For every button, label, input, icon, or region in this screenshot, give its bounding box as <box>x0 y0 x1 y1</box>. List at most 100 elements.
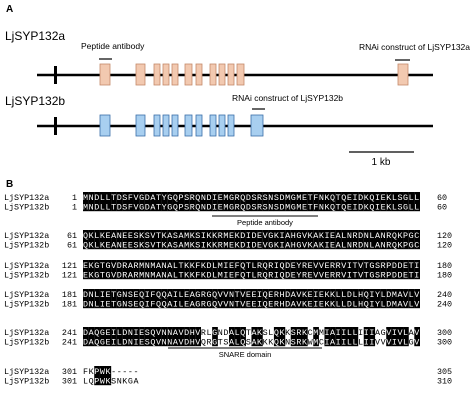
identity-shade <box>330 192 336 212</box>
gene-a-start-tick <box>54 66 57 84</box>
gene-b-rnai-label: RNAi construct of LjSYP132b <box>232 93 343 103</box>
identity-shade <box>161 289 168 309</box>
identity-shade <box>223 230 230 250</box>
identity-shade <box>335 230 342 250</box>
identity-shade <box>150 289 157 309</box>
identity-shade <box>374 289 381 309</box>
scale-label: 1 kb <box>372 157 391 168</box>
exon-box <box>99 63 111 86</box>
sequence-start-pos: 301 <box>62 367 77 377</box>
sequence-end-pos: 180 <box>437 261 452 271</box>
identity-shade <box>313 260 319 280</box>
sequence-residues: FKPWK----- <box>83 367 139 377</box>
identity-shade <box>251 289 258 309</box>
sequence-end-pos: 240 <box>437 300 452 310</box>
identity-shade <box>88 230 95 250</box>
identity-shade <box>335 260 342 280</box>
identity-shade <box>206 260 213 280</box>
identity-shade <box>116 327 123 347</box>
identity-shade <box>156 327 162 347</box>
identity-shade <box>116 289 123 309</box>
identity-shade <box>178 289 185 309</box>
exon-box <box>135 63 146 86</box>
identity-shade <box>212 260 218 280</box>
identity-shade <box>161 260 168 280</box>
sequence-residues: DNLIETGNSEQIFQQAILEAGRGQVVNTVEEIQERHDAVK… <box>83 300 419 310</box>
identity-shade <box>212 192 218 212</box>
domain-label: SNARE domain <box>219 350 272 359</box>
sequence-name: LjSYP132b <box>4 300 49 310</box>
identity-shade <box>184 260 190 280</box>
identity-shade <box>105 192 112 212</box>
identity-shade <box>156 230 162 250</box>
sequence-end-pos: 60 <box>437 193 447 203</box>
identity-shade <box>279 289 286 309</box>
exon-box <box>250 114 264 137</box>
identity-shade <box>330 230 336 250</box>
identity-shade <box>116 260 123 280</box>
sequence-end-pos: 120 <box>437 241 452 251</box>
identity-shade <box>189 192 196 212</box>
identity-shade <box>268 192 275 212</box>
sequence-name: LjSYP132a <box>4 231 49 241</box>
identity-shade <box>380 289 387 309</box>
identity-shade <box>380 230 387 250</box>
identity-shade <box>313 289 319 309</box>
identity-shade <box>341 230 347 250</box>
identity-shade <box>313 327 319 347</box>
identity-shade <box>307 192 314 212</box>
exon-box <box>99 114 111 137</box>
identity-shade <box>150 260 157 280</box>
identity-shade <box>200 260 207 280</box>
identity-shade <box>273 289 280 309</box>
identity-shade <box>94 289 100 309</box>
identity-shade <box>346 230 353 250</box>
exon-box <box>397 63 409 86</box>
sequence-residues: EKGTGVDRARMNMANALTKKFKDLMIEFQTLRQRIQDEYR… <box>83 261 419 271</box>
identity-shade <box>408 192 415 212</box>
identity-shade <box>313 230 319 250</box>
identity-shade <box>122 260 129 280</box>
identity-shade <box>363 327 370 347</box>
identity-shade <box>167 260 173 280</box>
identity-shade <box>111 289 117 309</box>
identity-shade <box>324 327 331 347</box>
identity-shade <box>273 260 280 280</box>
identity-shade <box>279 192 286 212</box>
identity-shade <box>251 260 258 280</box>
exon-box <box>153 63 161 86</box>
identity-shade <box>273 327 280 347</box>
identity-shade <box>144 192 151 212</box>
identity-shade <box>341 327 347 347</box>
identity-shade <box>290 192 297 212</box>
identity-shade <box>301 289 308 309</box>
identity-shade <box>234 260 241 280</box>
identity-shade <box>161 230 168 250</box>
identity-shade <box>279 327 286 347</box>
identity-shade <box>94 327 100 347</box>
identity-shade <box>167 327 173 347</box>
identity-shade <box>296 327 303 347</box>
exon-box <box>218 114 226 137</box>
identity-shade <box>206 230 213 250</box>
identity-shade <box>251 192 258 212</box>
identity-shade <box>240 192 246 212</box>
identity-shade <box>234 327 241 347</box>
identity-shade <box>251 230 258 250</box>
identity-shade <box>240 230 246 250</box>
identity-shade <box>206 289 213 309</box>
identity-shade <box>341 260 347 280</box>
identity-shade <box>150 327 157 347</box>
identity-shade <box>363 230 370 250</box>
identity-shade <box>279 260 286 280</box>
identity-shade <box>391 230 398 250</box>
identity-shade <box>245 192 252 212</box>
identity-shade <box>290 327 297 347</box>
identity-shade <box>99 230 106 250</box>
identity-shade <box>240 327 246 347</box>
identity-shade <box>403 192 409 212</box>
identity-shade <box>290 230 297 250</box>
identity-shade <box>346 327 353 347</box>
identity-shade <box>268 289 275 309</box>
identity-shade <box>167 230 173 250</box>
